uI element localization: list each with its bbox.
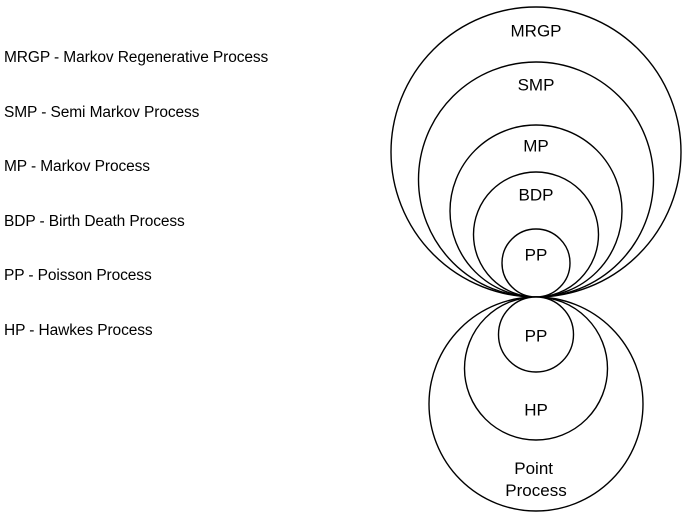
- circle-label-pp-upper: PP: [525, 245, 548, 264]
- legend-item: PP - Poisson Process: [4, 267, 152, 284]
- abbreviation-legend: MRGP - Markov Regenerative Process SMP -…: [4, 50, 374, 338]
- circle-label-smp: SMP: [518, 75, 555, 94]
- legend-item: HP - Hawkes Process: [4, 321, 153, 339]
- circle-label-hp: HP: [524, 400, 548, 419]
- lower-circle-group: Point Process HP PP: [428, 296, 644, 512]
- circle-label-point-process-line1: Point: [514, 459, 553, 478]
- nested-circles-diagram: MRGP SMP MP BDP PP Point Process HP PP: [380, 0, 685, 516]
- circle-pp-lower: [497, 296, 575, 373]
- legend-item: MP - Markov Process: [4, 158, 150, 175]
- circle-label-mp: MP: [523, 136, 549, 155]
- legend-item: SMP - Semi Markov Process: [4, 103, 200, 121]
- upper-circle-group: MRGP SMP MP BDP PP: [390, 6, 682, 298]
- legend-item: MRGP - Markov Regenerative Process: [4, 49, 269, 66]
- circle-label-point-process-line2: Process: [505, 481, 566, 500]
- circle-label-mrgp: MRGP: [511, 21, 562, 40]
- circle-label-bdp: BDP: [519, 185, 554, 204]
- circle-label-point-process: Point Process: [505, 459, 566, 500]
- circle-label-pp-lower: PP: [525, 326, 548, 345]
- legend-item: BDP - Birth Death Process: [4, 212, 185, 230]
